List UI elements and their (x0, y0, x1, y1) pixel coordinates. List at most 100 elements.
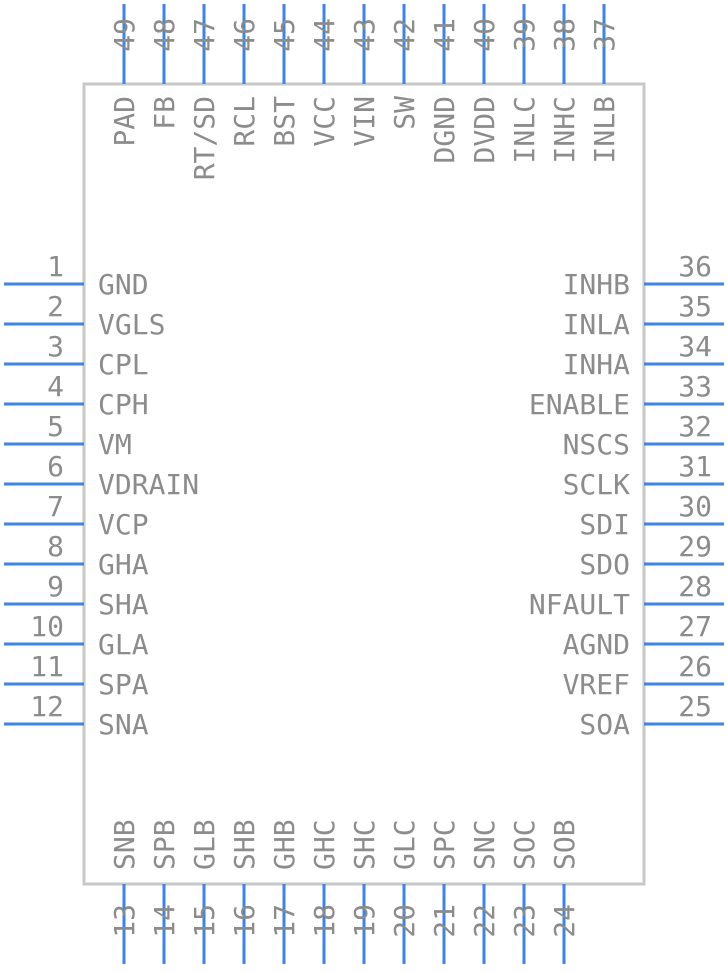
pin-42-label: SW (388, 96, 421, 130)
pin-28-label: NFAULT (529, 588, 630, 621)
pin-22-label: SNC (468, 819, 501, 870)
pin-18-number: 18 (308, 904, 341, 938)
pin-7-number: 7 (47, 490, 64, 523)
pin-10-label: GLA (98, 628, 149, 661)
pin-38-number: 38 (548, 18, 581, 52)
pin-43-label: VIN (348, 96, 381, 147)
pin-4-number: 4 (47, 370, 64, 403)
pin-39-label: INLC (508, 96, 541, 163)
pin-25-label: SOA (579, 708, 630, 741)
pin-38-label: INHC (548, 96, 581, 163)
pin-13-label: SNB (108, 819, 141, 870)
pin-8-label: GHA (98, 548, 149, 581)
pin-12-number: 12 (30, 690, 64, 723)
pin-44-label: VCC (308, 96, 341, 147)
pin-17-number: 17 (268, 904, 301, 938)
pin-5-number: 5 (47, 410, 64, 443)
pin-34-label: INHA (563, 348, 631, 381)
pin-1-number: 1 (47, 250, 64, 283)
pin-31-label: SCLK (563, 468, 631, 501)
pin-24-number: 24 (548, 904, 581, 938)
pin-15-number: 15 (188, 904, 221, 938)
pin-40-number: 40 (468, 18, 501, 52)
pin-36-label: INHB (563, 268, 630, 301)
pin-17-label: GHB (268, 819, 301, 870)
pin-1-label: GND (98, 268, 149, 301)
pin-24-label: SOB (548, 819, 581, 870)
pin-6-number: 6 (47, 450, 64, 483)
pin-19-label: SHC (348, 819, 381, 870)
pin-44-number: 44 (308, 18, 341, 52)
pin-32-label: NSCS (563, 428, 630, 461)
pin-40-label: DVDD (468, 96, 501, 163)
pin-48-number: 48 (148, 18, 181, 52)
pin-9-number: 9 (47, 570, 64, 603)
pin-28-number: 28 (678, 570, 712, 603)
pin-47-label: RT/SD (188, 96, 221, 180)
pin-30-number: 30 (678, 490, 712, 523)
pin-37-label: INLB (588, 96, 621, 163)
pin-39-number: 39 (508, 18, 541, 52)
pin-16-label: SHB (228, 819, 261, 870)
pin-21-number: 21 (428, 904, 461, 938)
pin-6-label: VDRAIN (98, 468, 199, 501)
pin-29-label: SDO (579, 548, 630, 581)
pin-11-label: SPA (98, 668, 149, 701)
pin-25-number: 25 (678, 690, 712, 723)
pin-14-label: SPB (148, 819, 181, 870)
pin-37-number: 37 (588, 18, 621, 52)
pin-2-number: 2 (47, 290, 64, 323)
pin-16-number: 16 (228, 904, 261, 938)
pin-19-number: 19 (348, 904, 381, 938)
pin-35-label: INLA (563, 308, 631, 341)
pin-41-number: 41 (428, 18, 461, 52)
pin-15-label: GLB (188, 819, 221, 870)
pin-35-number: 35 (678, 290, 712, 323)
pin-47-number: 47 (188, 18, 221, 52)
pin-3-number: 3 (47, 330, 64, 363)
pin-23-label: SOC (508, 819, 541, 870)
pin-36-number: 36 (678, 250, 712, 283)
pin-30-label: SDI (579, 508, 630, 541)
pin-29-number: 29 (678, 530, 712, 563)
pin-8-number: 8 (47, 530, 64, 563)
pin-14-number: 14 (148, 904, 181, 938)
pin-46-number: 46 (228, 18, 261, 52)
pin-41-label: DGND (428, 96, 461, 163)
pin-21-label: SPC (428, 819, 461, 870)
pin-33-label: ENABLE (529, 388, 630, 421)
pin-42-number: 42 (388, 18, 421, 52)
pin-49-number: 49 (108, 18, 141, 52)
pin-49-label: PAD (108, 96, 141, 147)
pin-10-number: 10 (30, 610, 64, 643)
pin-5-label: VM (98, 428, 132, 461)
pin-34-number: 34 (678, 330, 712, 363)
pin-45-number: 45 (268, 18, 301, 52)
pin-4-label: CPH (98, 388, 149, 421)
pin-3-label: CPL (98, 348, 149, 381)
pin-23-number: 23 (508, 904, 541, 938)
pin-45-label: BST (268, 96, 301, 147)
pin-43-number: 43 (348, 18, 381, 52)
pin-27-number: 27 (678, 610, 712, 643)
pin-22-number: 22 (468, 904, 501, 938)
pin-9-label: SHA (98, 588, 149, 621)
pin-26-number: 26 (678, 650, 712, 683)
pin-11-number: 11 (30, 650, 64, 683)
pin-31-number: 31 (678, 450, 712, 483)
pin-2-label: VGLS (98, 308, 165, 341)
pin-13-number: 13 (108, 904, 141, 938)
pin-48-label: FB (148, 96, 181, 130)
pin-18-label: GHC (308, 819, 341, 870)
pin-12-label: SNA (98, 708, 149, 741)
pin-26-label: VREF (563, 668, 630, 701)
pin-20-label: GLC (388, 819, 421, 870)
pin-46-label: RCL (228, 96, 261, 147)
pin-7-label: VCP (98, 508, 149, 541)
pin-32-number: 32 (678, 410, 712, 443)
pin-33-number: 33 (678, 370, 712, 403)
pin-27-label: AGND (563, 628, 630, 661)
